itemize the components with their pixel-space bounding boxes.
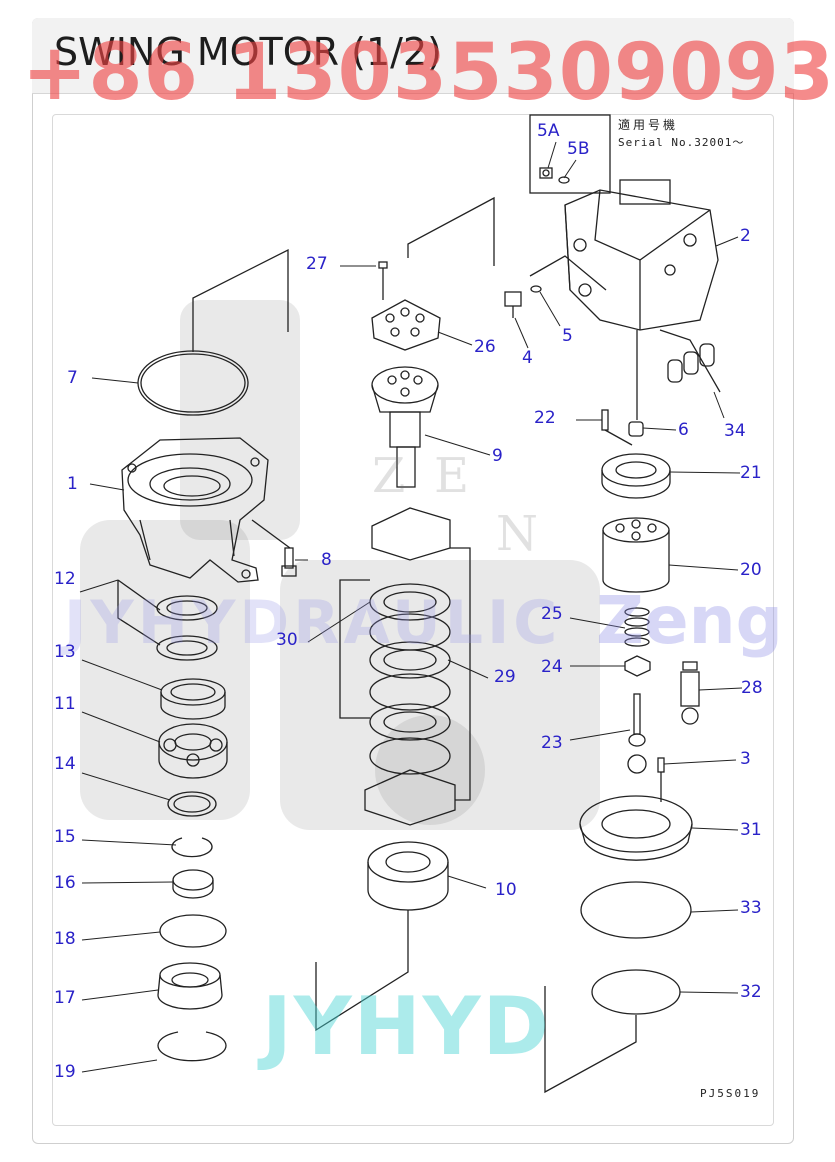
part-26-plate [371, 299, 441, 351]
serial-inset-box [529, 114, 611, 194]
part-25-spring [624, 607, 650, 647]
callout-5a: 5A [537, 121, 560, 141]
part-20-cylinder-block [602, 517, 670, 593]
callout-21: 21 [740, 463, 762, 483]
callout-33: 33 [740, 898, 762, 918]
watermark-brand-long: JYHYDRAULIC [64, 588, 562, 658]
applicable-models-header: 適用号機 [618, 118, 679, 132]
callout-3: 3 [740, 749, 751, 769]
watermark-letter-n: N [496, 506, 538, 562]
part-27-screw [378, 261, 388, 300]
leader-lines [79, 141, 743, 1073]
stack-bracket-right [450, 547, 471, 801]
callout-23: 23 [541, 733, 563, 753]
part-17-cover [157, 962, 223, 1010]
title-bar [32, 18, 794, 94]
part-32-o-ring [591, 969, 681, 1015]
callout-22: 22 [534, 408, 556, 428]
part-2-valve-block [564, 179, 719, 331]
assembly-bracket-right-bottom [544, 986, 637, 1094]
callout-8: 8 [321, 550, 332, 570]
background-logo-watermark [80, 300, 600, 830]
drawing-code: PJ5S019 [700, 1087, 761, 1100]
watermark-letter-z: Z [372, 448, 406, 504]
callout-1: 1 [67, 474, 78, 494]
part-21-valve-plate [601, 453, 671, 499]
part-5-o-ring [530, 285, 542, 293]
part-34-springs [659, 329, 721, 393]
callout-7: 7 [67, 368, 78, 388]
stack-bracket-left [339, 579, 370, 719]
serial-number-note: Serial No.32001～ [618, 136, 745, 149]
phone-number-watermark: +86 13035309093 [22, 28, 835, 118]
part-14-ring [167, 791, 217, 817]
part-15-snap-ring [171, 837, 213, 858]
callout-34: 34 [724, 421, 746, 441]
callout-27: 27 [306, 254, 328, 274]
part-10-bearing [367, 841, 449, 911]
part-1-housing [121, 437, 269, 583]
callout-18: 18 [54, 929, 76, 949]
part-23-rod [627, 693, 647, 774]
part-22-pin [601, 409, 609, 431]
callout-5: 5 [562, 326, 573, 346]
assembly-bracket-left-top [192, 248, 289, 352]
callout-19: 19 [54, 1062, 76, 1082]
callout-31: 31 [740, 820, 762, 840]
callout-17: 17 [54, 988, 76, 1008]
callout-2: 2 [740, 226, 751, 246]
part-4-plug [504, 291, 522, 318]
callout-29: 29 [494, 667, 516, 687]
watermark-zeng: Zeng [596, 582, 783, 659]
part-6-pin [628, 421, 644, 437]
part-13-seal [160, 678, 226, 720]
callout-13: 13 [54, 642, 76, 662]
callout-9: 9 [492, 446, 503, 466]
callout-5b: 5B [567, 139, 590, 159]
callout-24: 24 [541, 657, 563, 677]
callout-14: 14 [54, 754, 76, 774]
callout-32: 32 [740, 982, 762, 1002]
callout-4: 4 [522, 348, 533, 368]
part-19-retaining-ring [157, 1031, 227, 1062]
part-28-plunger [680, 661, 700, 725]
callout-12: 12 [54, 569, 76, 589]
part-31-cover [579, 795, 693, 861]
callout-6: 6 [678, 420, 689, 440]
part-12-shim [156, 595, 218, 621]
assembly-bracket-center-top [407, 196, 495, 266]
callout-26: 26 [474, 337, 496, 357]
callout-15: 15 [54, 827, 76, 847]
part-3-pin [657, 757, 665, 773]
assembly-bracket-center-bottom [315, 910, 409, 1032]
callout-28: 28 [741, 678, 763, 698]
part-5b-o-ring [558, 176, 570, 184]
part-12-shim-b [156, 635, 218, 661]
callout-25: 25 [541, 604, 563, 624]
part-33-o-ring [580, 881, 692, 939]
part-18-o-ring [159, 914, 227, 948]
part-24-nut [624, 655, 651, 677]
watermark-brand: JYHYD [262, 980, 551, 1073]
page-title: SWING MOTOR (1/2) [54, 30, 442, 74]
callout-16: 16 [54, 873, 76, 893]
part-9-shaft [371, 366, 439, 488]
part-16-bearing [172, 869, 214, 899]
watermark-letter-e: E [434, 448, 470, 504]
callout-30: 30 [276, 630, 298, 650]
callout-20: 20 [740, 560, 762, 580]
callout-10: 10 [495, 880, 517, 900]
part-29-30-plate-stack [364, 507, 456, 826]
callout-11: 11 [54, 694, 76, 714]
exploded-parts-diagram [79, 114, 743, 1094]
part-5a-plug [539, 167, 553, 179]
